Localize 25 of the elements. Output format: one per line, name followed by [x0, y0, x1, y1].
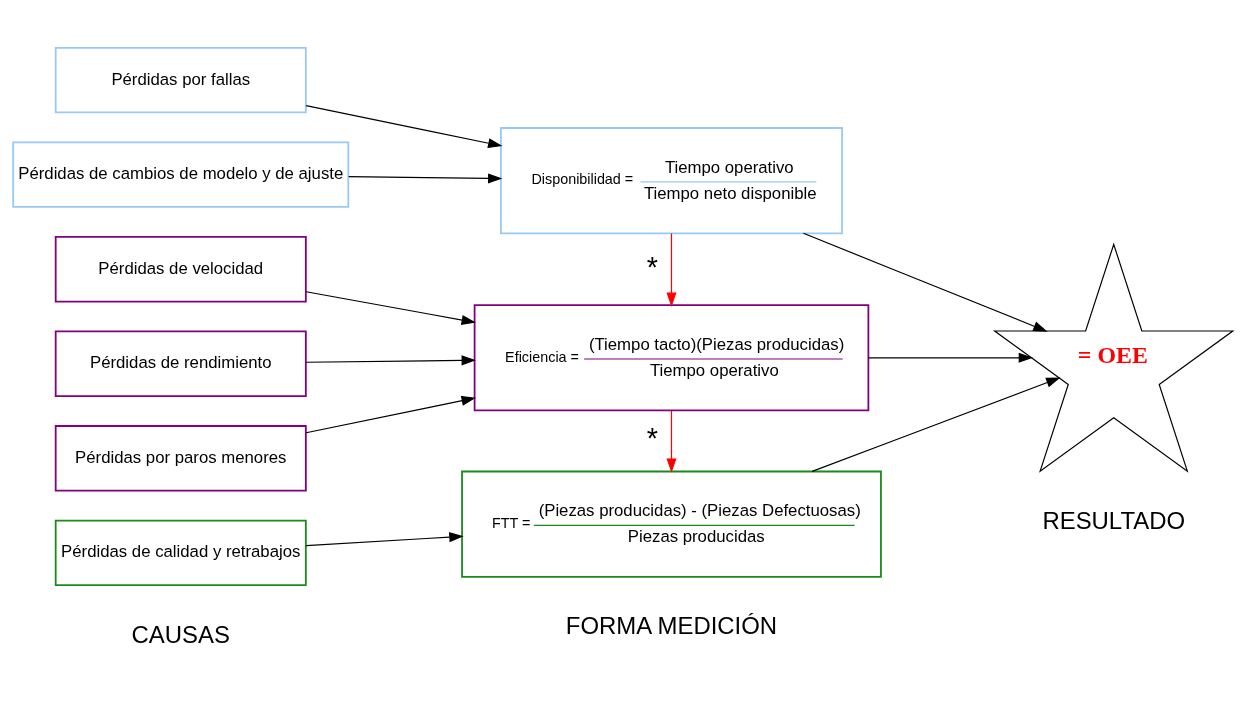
node-box: Pérdidas por paros menores — [54, 425, 307, 492]
node-box: Disponibilidad = Tiempo operativo Tiempo neto disponible — [500, 127, 843, 235]
node-box: Pérdidas de rendimiento — [54, 330, 307, 397]
arrow — [305, 355, 476, 366]
node-box: Pérdidas de velocidad — [54, 236, 307, 303]
arrow — [811, 377, 1061, 472]
node-box: Pérdidas por fallas — [54, 46, 307, 114]
arrow — [802, 232, 1048, 332]
arrow — [348, 173, 503, 184]
arrow — [666, 232, 677, 307]
arrow — [666, 410, 677, 473]
node-box: Pérdidas de cambios de modelo y de ajuste — [12, 141, 350, 208]
label: FORMA MEDICIÓN — [565, 612, 778, 640]
arrow — [305, 532, 464, 547]
node-box: FTT = (Piezas producidas) - (Piezas Defectuosas) Piezas producidas — [461, 470, 882, 578]
arrow — [305, 395, 476, 434]
label: CAUSAS — [131, 620, 230, 648]
arrow — [305, 291, 476, 325]
node-box: Eficiencia = (Tiempo tacto)(Piezas producidas) Tiempo operativo — [473, 304, 870, 412]
edge-label: * — [646, 250, 658, 283]
arrow — [867, 352, 1034, 363]
node-box: Pérdidas de calidad y retrabajos — [54, 519, 307, 587]
arrow — [305, 105, 503, 149]
label: RESULTADO — [1042, 506, 1186, 534]
edge-label: * — [646, 422, 658, 455]
